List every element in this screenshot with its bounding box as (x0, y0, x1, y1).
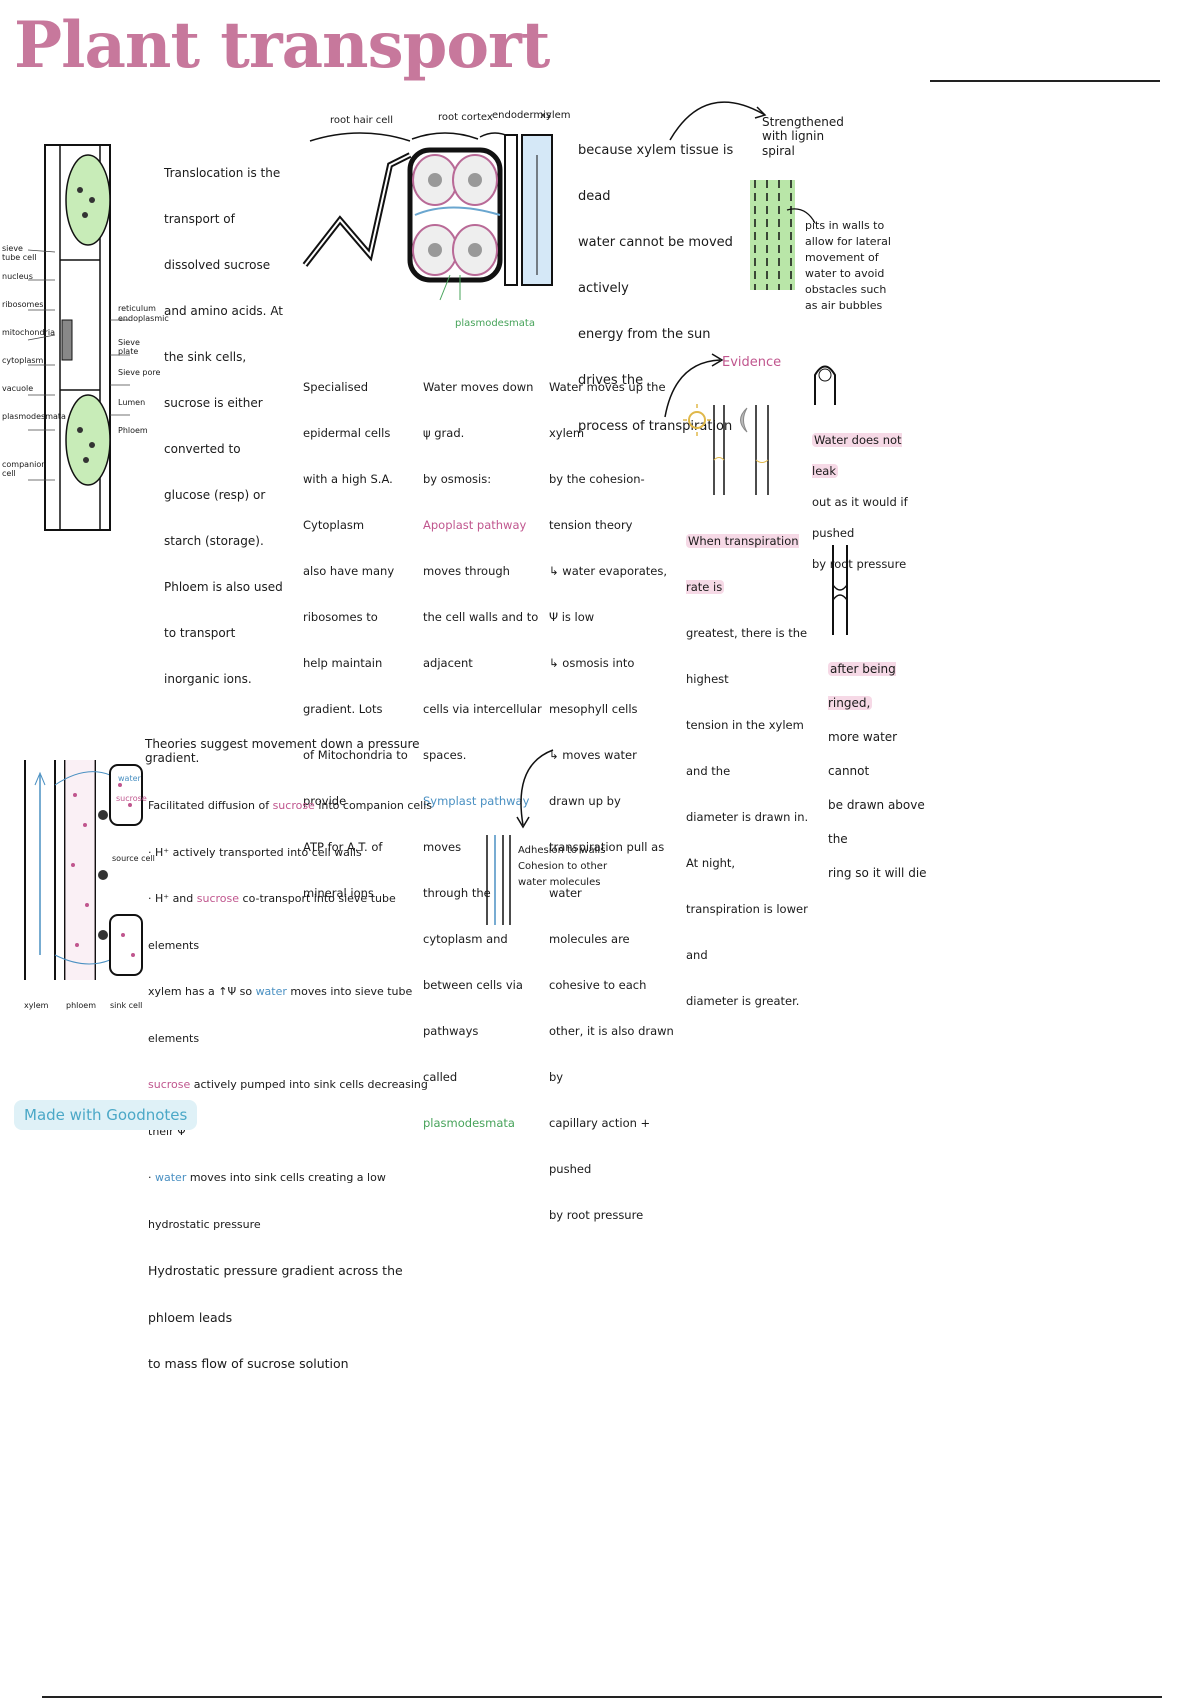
text-line: Adhesion to walls (518, 845, 606, 856)
text-line: tension in the xylem and the (686, 718, 804, 778)
text-line: by root pressure (812, 557, 907, 571)
text-line: through the cytoplasm and (423, 886, 508, 946)
text-line: ATP for A.T. of mineral ions (303, 840, 383, 900)
phloem-labels-left: sieve tube cell nucleus ribosomes mitoch… (2, 244, 66, 478)
text-line: also have many ribosomes to (303, 564, 395, 624)
phloem-labels-right: reticulum endoplasmic Sieve plate Sieve … (118, 304, 169, 435)
text-line: diameter is greater. (686, 994, 800, 1008)
label-sucrose-mf: sucrose (116, 794, 147, 803)
text-line: water molecules (518, 877, 601, 888)
step-line: Facilitated diffusion of sucrose into co… (148, 799, 432, 812)
page-title: Plant transport (14, 8, 550, 83)
label-plasmodesmata: plasmodesmata (455, 318, 535, 329)
day-night-diagram (683, 404, 769, 495)
text-line: Specialised epidermal cells (303, 380, 391, 440)
text-line: ring so it will die (828, 866, 927, 880)
text-line: cells via intercellular spaces. (423, 702, 542, 762)
label-root-cortex: root cortex (438, 112, 493, 123)
water-column-lines (486, 835, 511, 925)
text-line: between cells via pathways (423, 978, 523, 1038)
leak-text: Water does not leak out as it would if p… (812, 425, 922, 580)
evidence-heading: Evidence (722, 355, 782, 370)
arrow-to-evidence (664, 353, 724, 418)
text-line: molecules are cohesive to each (549, 932, 647, 992)
lignin-text: Strengthened with lignin spiral (762, 115, 844, 158)
header-rule (930, 80, 1160, 82)
text-line: with a high S.A. Cytoplasm (303, 472, 393, 532)
label-sink-cell: sink cell (110, 1001, 143, 1010)
cut-stem-drawing (814, 365, 836, 405)
step-line: · water moves into sink cells creating a… (148, 1171, 386, 1231)
step-line: to mass flow of sucrose solution (148, 1356, 349, 1371)
label-source-cell: source cell (112, 854, 155, 863)
text-line: the cell walls and to adjacent (423, 610, 539, 670)
pathways-text: Water moves down ψ grad. by osmosis: Apo… (423, 364, 543, 1146)
text-line: be drawn above the (828, 798, 925, 846)
step-line: · H⁺ actively transported into cell wall… (148, 845, 362, 859)
text-line: ↳ water evaporates, Ψ is low (549, 564, 667, 624)
arrow-to-lignin (669, 101, 767, 141)
text-line: greatest, there is the highest (686, 626, 808, 686)
text-line: because xylem tissue is dead (578, 143, 734, 204)
text-line: ↳ osmosis into mesophyll cells (549, 656, 638, 716)
text-line: by root pressure (549, 1208, 644, 1222)
root-pathway-diagram (302, 132, 553, 301)
text-line: by the cohesion-tension theory (549, 472, 645, 532)
adhesion-text: Adhesion to walls Cohesion to other wate… (518, 843, 608, 891)
translocation-text: Translocation is the transport of dissol… (164, 166, 284, 686)
label-root-hair: root hair cell (330, 115, 393, 126)
phloem-structure-diagram (27, 144, 130, 531)
cohesion-text: Water moves up the xylem by the cohesion… (549, 364, 674, 1238)
epidermal-text: Specialised epidermal cells with a high … (303, 364, 418, 916)
label-xylem-mf: xylem (24, 1001, 49, 1010)
evidence-text: When transpiration rate is greatest, the… (686, 518, 816, 1024)
mass-flow-diagram (24, 760, 143, 980)
footer-rule (42, 1696, 1162, 1698)
text-line: help maintain gradient. Lots (303, 656, 383, 716)
xylem-dead-text: because xylem tissue is dead water canno… (578, 128, 748, 450)
symplast-label: Symplast pathway (423, 794, 530, 808)
arrow-to-adhesion (516, 749, 554, 829)
text-line: process of transpiration (578, 419, 733, 434)
label-water-mf: water (118, 774, 141, 783)
text-line: by osmosis: (423, 472, 492, 486)
text-line: other, it is also drawn by (549, 1024, 674, 1084)
label-endodermis: endodermis (492, 110, 552, 121)
pressure-title: Theories suggest movement down a pressur… (145, 737, 420, 766)
pits-text: pits in walls to allow for lateral movem… (805, 219, 891, 312)
step-line: Hydrostatic pressure gradient across the… (148, 1263, 403, 1325)
pressure-flow-steps: Facilitated diffusion of sucrose into co… (148, 783, 438, 1388)
label-phloem-mf: phloem (66, 1001, 96, 1010)
text-line: transpiration pull as water (549, 840, 665, 900)
text-line: ↳ moves water drawn up by (549, 748, 637, 808)
text-line: more water cannot (828, 730, 898, 778)
label-xylem: xylem (540, 110, 571, 121)
xylem-vessel-drawing (750, 180, 795, 290)
goodnotes-badge[interactable]: Made with Goodnotes (14, 1100, 198, 1130)
ringed-stem-drawing (832, 545, 848, 635)
ringed-text: after being ringed, more water cannot be… (828, 652, 938, 890)
step-line: xylem has a ↑Ψ so water moves into sieve… (148, 985, 413, 1045)
plasmodesmata-word: plasmodesmata (423, 1116, 515, 1130)
text-line: out as it would if pushed (812, 495, 908, 540)
step-line: · H⁺ and sucrose co-transport into sieve… (148, 892, 396, 952)
text-line: water cannot be moved actively (578, 235, 733, 296)
text-line: capillary action + pushed (549, 1116, 651, 1176)
text-line: diameter is drawn in. At night, (686, 810, 809, 870)
text-line: Water moves down ψ grad. (423, 380, 534, 440)
text-line: Cohesion to other (518, 861, 608, 872)
apoplast-label: Apoplast pathway (423, 518, 527, 532)
text-line: Water moves up the xylem (549, 380, 666, 440)
text-line: of Mitochondria to provide (303, 748, 408, 808)
arrow-to-pits (786, 208, 816, 224)
text-line: transpiration is lower and (686, 902, 808, 962)
text-line: energy from the sun drives the (578, 327, 711, 388)
